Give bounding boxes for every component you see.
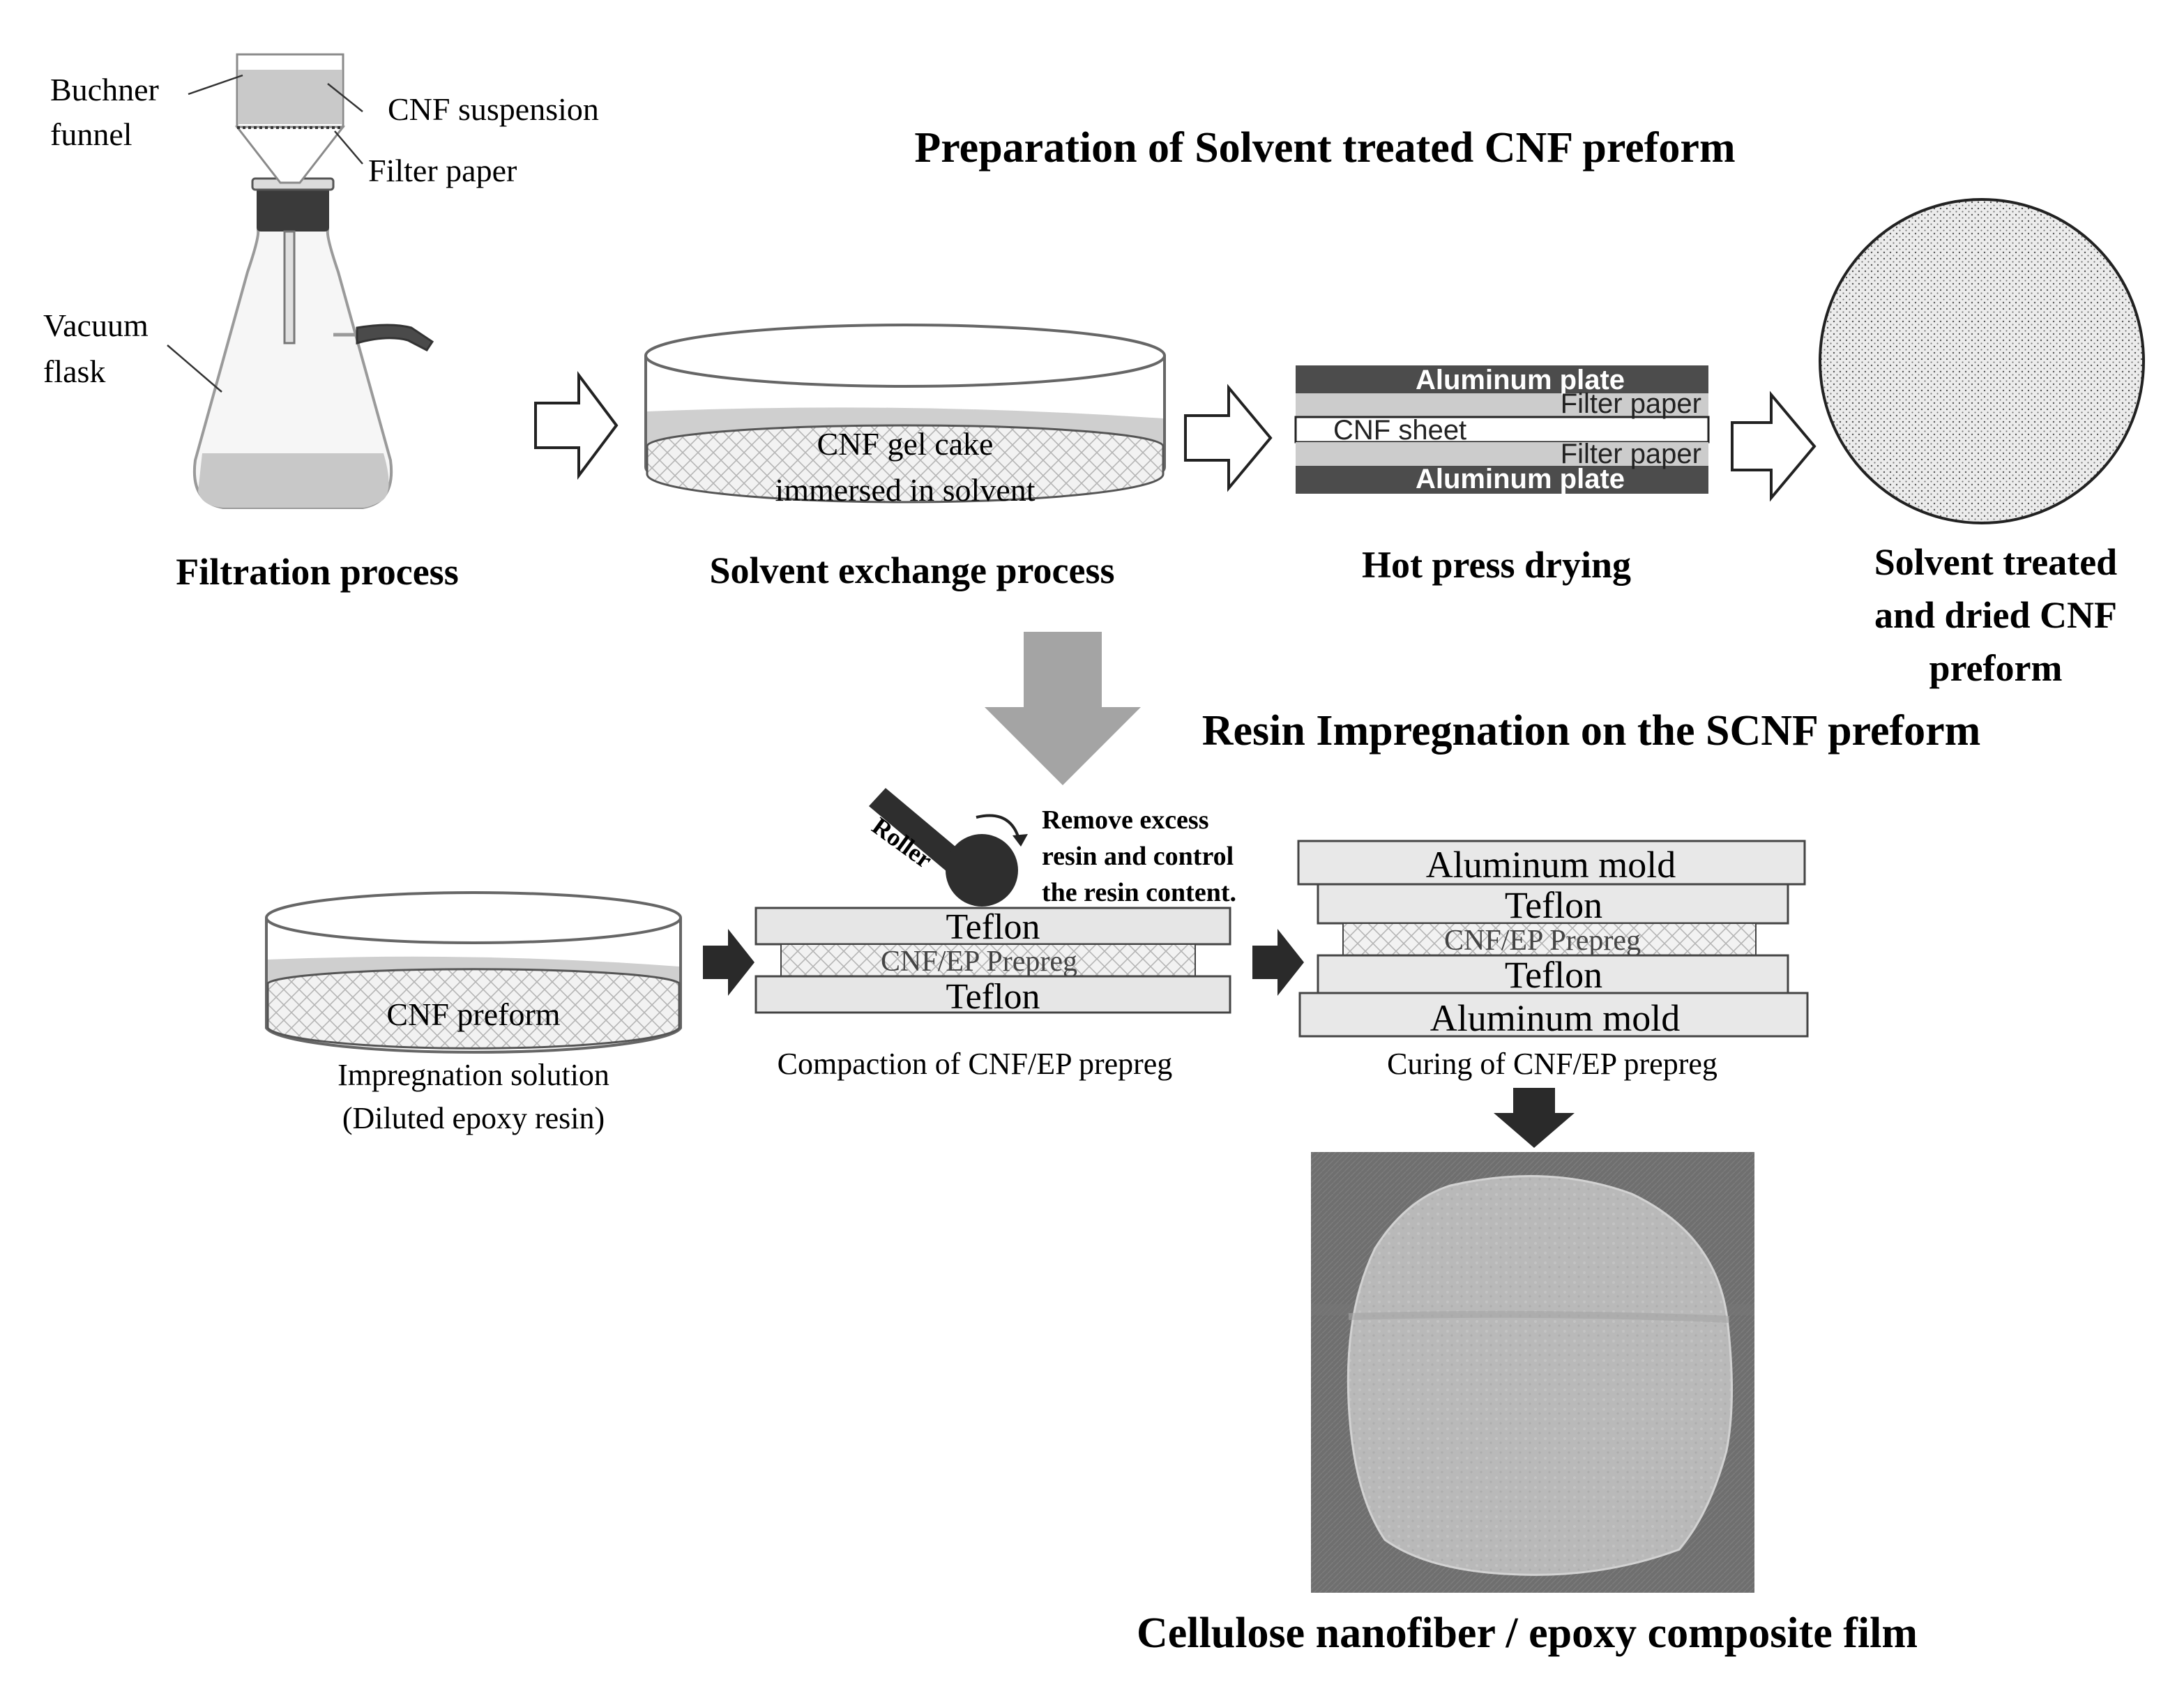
aluminum-mold-bottom-label: Aluminum mold [1430,997,1681,1039]
funnel-stem [283,230,296,344]
vacuum-flask-label-2: flask [43,354,105,389]
filtration-caption: Filtration process [176,551,458,593]
prepreg-label: CNF/EP Prepreg [1444,925,1641,957]
cnf-sheet-label: CNF sheet [1333,415,1466,446]
hot-press-layer-4 [1296,442,1708,466]
preform-disc [1819,198,2145,524]
teflon-bottom [1317,954,1789,994]
dish-text-1: CNF gel cake [817,426,994,462]
filter-paper-label: Filter paper [368,153,517,188]
aluminum-mold-bottom [1298,992,1809,1038]
hot-press-layer-5 [1296,466,1708,494]
filter-paper-bottom-label: Filter paper [1561,439,1701,469]
dish-text-2: immersed in solvent [775,472,1035,508]
compaction-note-3: the resin content. [1042,878,1236,907]
dried-cnf-preform: Solvent treated and dried CNF preform [1819,198,2145,689]
result-caption: Cellulose nanofiber / epoxy composite fi… [1137,1609,1918,1657]
buchner-funnel-cone [234,126,346,184]
aluminum-mold-top-label: Aluminum mold [1426,844,1676,886]
arrow-down-icon [985,632,1141,785]
arrow-right-icon [534,371,619,480]
arrow-right-icon [1252,929,1304,996]
hot-press-layer-2 [1296,393,1708,417]
roller-icon [946,834,1018,907]
hot-press-stack: Aluminum plate Filter paper CNF sheet Fi… [1294,365,1710,586]
vacuum-flask-label: Vacuum [43,308,149,343]
aluminum-plate-top-label: Aluminum plate [1416,365,1625,395]
cnf-suspension [238,70,342,124]
composite-film [1347,1175,1734,1576]
cnf-gel-cake [646,424,1165,503]
rubber-stopper [257,183,329,232]
vacuum-tube [356,324,434,351]
curing-caption: Curing of CNF/EP prepreg [1387,1047,1717,1081]
aluminum-plate-bottom-label: Aluminum plate [1416,464,1625,494]
arrow-down-icon [1494,1088,1575,1148]
solvent-exchange-caption: Solvent exchange process [710,550,1115,591]
arrow-right-icon [1731,391,1817,502]
teflon-bottom [754,975,1231,1014]
curing-stack: Aluminum mold Teflon CNF/EP Prepreg Tefl… [1297,840,1809,1081]
section2-title: Resin Impregnation on the SCNF preform [1202,707,1981,755]
teflon-top [1317,883,1789,925]
section1-title: Preparation of Solvent treated CNF prefo… [914,124,1735,172]
roller-handle [869,788,964,872]
solvent-exchange-dish: CNF gel cake immersed in solvent Solvent… [644,324,1166,591]
preform-caption-2: and dried CNF [1874,594,2117,636]
cnf-suspension-label: CNF suspension [388,91,599,127]
buchner-funnel-label-2: funnel [50,116,132,152]
buchner-funnel-label: Buchner [50,72,159,107]
preform-caption-3: preform [1929,647,2063,689]
impregnation-caption-1: Impregnation solution [338,1058,609,1092]
teflon-top-label: Teflon [1505,884,1602,926]
arrow-right-icon [1184,384,1273,492]
teflon-bottom-label: Teflon [946,977,1040,1017]
composite-film-photo [1311,1152,1754,1593]
compaction-caption: Compaction of CNF/EP prepreg [778,1047,1173,1081]
impregnation-dish: CNF preform Impregnation solution (Dilut… [265,891,682,1135]
filtrate-liquid [198,453,389,508]
filter-paper-top-label: Filter paper [1561,388,1701,419]
prepreg-layer [780,944,1196,977]
compaction-note-1: Remove excess [1042,805,1209,835]
teflon-top-label: Teflon [946,907,1040,947]
teflon-top [754,907,1231,946]
prepreg-layer [1342,923,1757,956]
hot-press-layer-1 [1296,365,1708,393]
filtration-apparatus: Buchner funnel CNF suspension Filter pap… [43,53,599,593]
impregnation-caption-2: (Diluted epoxy resin) [342,1101,605,1135]
arrow-right-icon [703,929,754,996]
compaction-note-2: resin and control [1042,842,1234,871]
preform-caption-1: Solvent treated [1874,541,2117,583]
aluminum-mold-top [1297,840,1806,886]
compaction-stack: Roller Remove excess resin and control t… [754,788,1236,1081]
cnf-preform-layer [266,968,681,1050]
prepreg-label: CNF/EP Prepreg [881,946,1077,978]
cnf-preform-label: CNF preform [386,997,560,1032]
hot-press-caption: Hot press drying [1362,544,1631,586]
teflon-bottom-label: Teflon [1505,954,1602,996]
